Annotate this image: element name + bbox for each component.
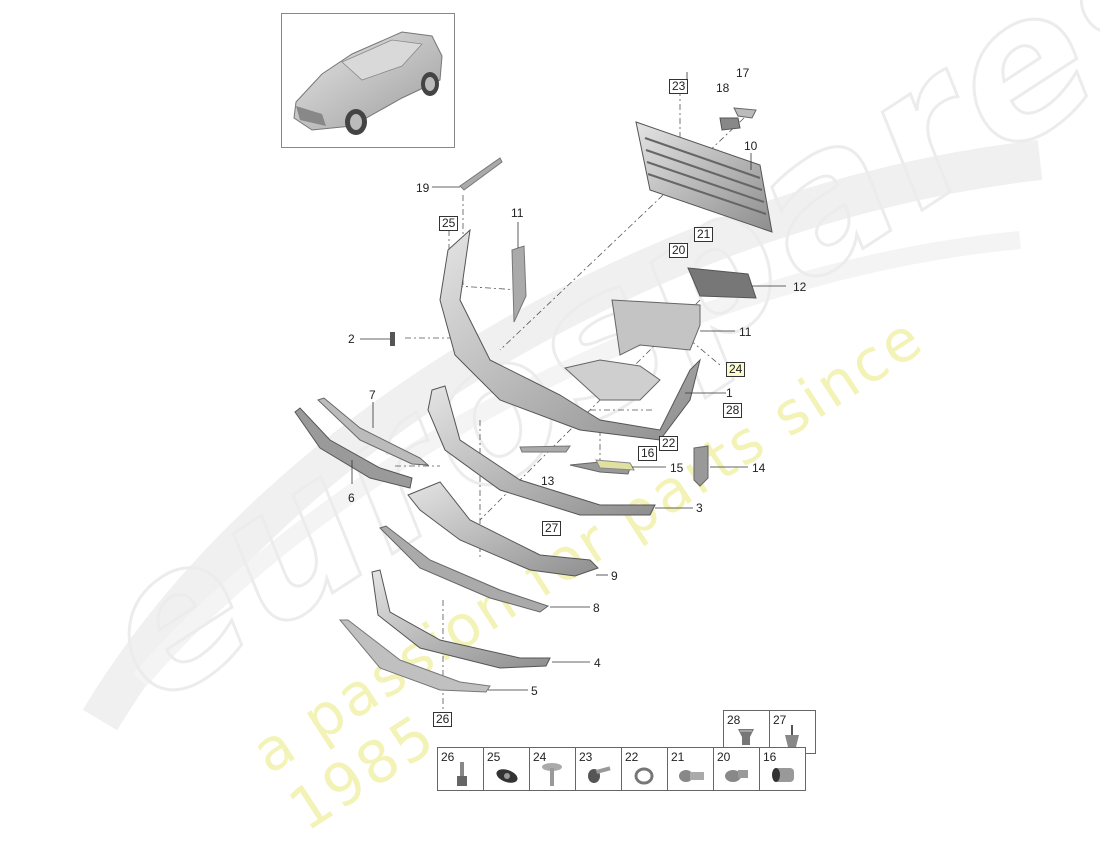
stud-bolt-icon	[457, 762, 467, 786]
fastener-number: 24	[533, 750, 547, 764]
part-6	[294, 407, 413, 489]
callout-11-right[interactable]: 11	[739, 325, 752, 339]
callout-12[interactable]: 12	[793, 280, 807, 294]
part-13	[519, 445, 571, 453]
fastener-number: 20	[717, 750, 731, 764]
fastener-cell-20[interactable]: 20	[713, 747, 760, 791]
fastener-number: 23	[579, 750, 593, 764]
callout-box-16[interactable]: 16	[638, 446, 658, 461]
push-rivet-icon	[542, 763, 562, 786]
callout-10[interactable]: 10	[744, 139, 758, 153]
clip-nut-icon	[738, 729, 754, 745]
fastener-cell-27[interactable]: 27	[769, 710, 816, 754]
fastener-cell-25[interactable]: 25	[483, 747, 530, 791]
car-icon	[293, 31, 443, 135]
sleeve-icon	[772, 768, 794, 782]
part-10-grille	[635, 121, 773, 233]
fastener-number: 26	[441, 750, 455, 764]
fastener-cell-21[interactable]: 21	[667, 747, 714, 791]
part-3	[427, 385, 656, 516]
fastener-number: 27	[773, 713, 787, 727]
part-14	[693, 445, 709, 487]
grommet-ring-icon	[634, 767, 654, 785]
callout-box-28[interactable]: 28	[723, 403, 743, 418]
fastener-cell-28[interactable]: 28	[723, 710, 770, 754]
callout-3[interactable]: 3	[696, 501, 703, 515]
callout-box-22[interactable]: 22	[659, 436, 679, 451]
part-11-right	[611, 299, 701, 356]
exploded-parts-diagram	[294, 72, 786, 712]
fastener-cell-22[interactable]: 22	[621, 747, 668, 791]
callout-13[interactable]: 13	[541, 474, 555, 488]
callout-17[interactable]: 17	[736, 66, 750, 80]
sensor-icon	[725, 770, 748, 782]
callout-14[interactable]: 14	[752, 461, 766, 475]
part-1-bumper-cover	[439, 228, 701, 441]
fastener-cell-24[interactable]: 24	[529, 747, 576, 791]
expanding-rivet-icon	[785, 725, 799, 747]
callout-4[interactable]: 4	[594, 656, 601, 670]
part-4	[371, 569, 551, 669]
callout-6[interactable]: 6	[348, 491, 355, 505]
fastener-cell-23[interactable]: 23	[575, 747, 622, 791]
part-18	[719, 117, 741, 131]
part-8	[379, 525, 550, 613]
callout-box-25[interactable]: 25	[439, 216, 459, 231]
callout-15[interactable]: 15	[670, 461, 684, 475]
part-12	[687, 267, 757, 299]
part-17	[733, 107, 757, 119]
part-7	[317, 397, 430, 466]
fastener-number: 16	[763, 750, 777, 764]
callout-19[interactable]: 19	[416, 181, 430, 195]
part-2	[390, 332, 395, 346]
vehicle-thumbnail	[281, 13, 455, 148]
callout-box-23[interactable]: 23	[669, 79, 689, 94]
sensor-holder-icon	[679, 770, 704, 782]
callout-box-21[interactable]: 21	[694, 227, 714, 242]
callout-9[interactable]: 9	[611, 569, 618, 583]
callout-2[interactable]: 2	[348, 332, 355, 346]
fastener-number: 28	[727, 713, 741, 727]
callout-1[interactable]: 1	[726, 386, 733, 400]
part-19	[459, 157, 503, 191]
callout-18[interactable]: 18	[716, 81, 730, 95]
callout-box-26[interactable]: 26	[433, 712, 453, 727]
callout-5[interactable]: 5	[531, 684, 538, 698]
fastener-number: 21	[671, 750, 685, 764]
callout-box-24[interactable]: 24	[726, 362, 746, 377]
callout-box-20[interactable]: 20	[669, 243, 689, 258]
callout-box-27[interactable]: 27	[542, 521, 562, 536]
fastener-cell-16[interactable]: 16	[759, 747, 806, 791]
part-5	[338, 619, 491, 693]
flange-screw-icon	[588, 766, 611, 783]
callout-11-left[interactable]: 11	[511, 206, 524, 220]
part-11-left	[511, 245, 527, 323]
fastener-number: 25	[487, 750, 501, 764]
fastener-number: 22	[625, 750, 639, 764]
callout-8[interactable]: 8	[593, 601, 600, 615]
callout-7[interactable]: 7	[369, 388, 376, 402]
part-9	[407, 481, 599, 577]
leader-lines	[351, 72, 786, 691]
fastener-cell-26[interactable]: 26	[437, 747, 484, 791]
washer-nut-icon	[496, 769, 518, 783]
